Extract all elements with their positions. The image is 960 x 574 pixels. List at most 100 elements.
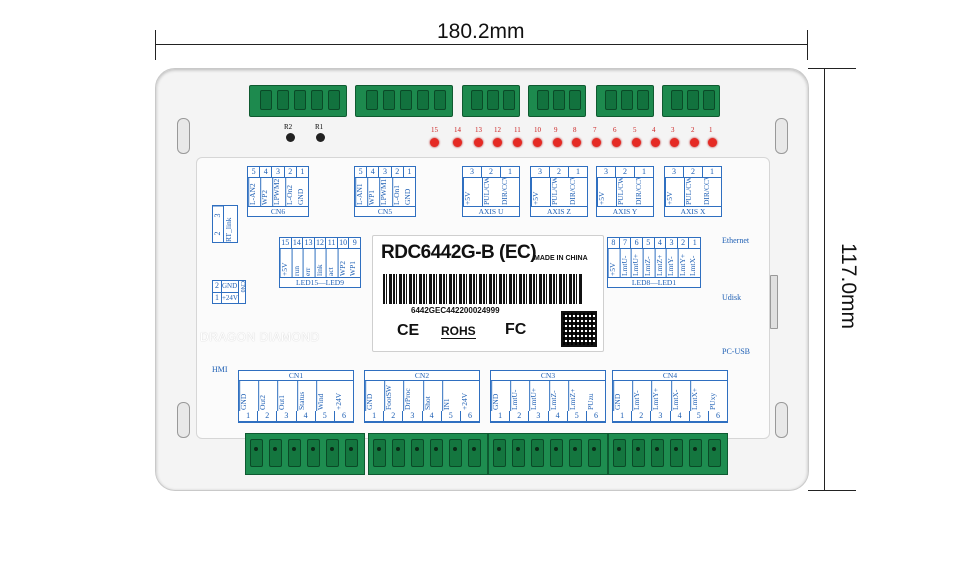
bottom-cn3-pin-5: 5 xyxy=(568,411,587,421)
top-axis-z-pin-3: 3 xyxy=(531,167,550,177)
qr-code xyxy=(561,311,597,347)
top-cn6-pin-1: 1 xyxy=(300,167,305,176)
led-left-pin-9: 9 xyxy=(352,238,357,247)
bottom-cn3-signal-6: PUzu xyxy=(586,393,595,410)
led-right-signal-7: LmtY+ xyxy=(677,249,690,277)
terminal-hole xyxy=(573,447,577,451)
terminal-hole xyxy=(311,447,315,451)
led-number-10: 10 xyxy=(534,126,541,134)
led-left-signal-3: err xyxy=(303,249,315,277)
led-right-name: LED8—LED1 xyxy=(608,277,700,287)
cn0-sig-gnd: GND xyxy=(221,281,238,293)
bottom-cn1-signal-2: Out2 xyxy=(258,381,278,411)
top-axis-x-signal-2: PUL/CW xyxy=(684,178,703,206)
bottom-cn2-pin-5: 5 xyxy=(442,411,461,421)
led-10 xyxy=(533,138,542,147)
bottom-cn1-pin-6: 6 xyxy=(341,411,346,420)
top-axis-z-signal-1: +5V xyxy=(531,178,550,206)
top-cn5-name: CN5 xyxy=(355,206,415,216)
resistor-r1-label: R1 xyxy=(315,123,324,131)
serial-number: 6442GEC442200024999 xyxy=(411,306,500,315)
led-right-pin-8: 8 xyxy=(608,238,620,248)
top-cn6-signal-2: WP2 xyxy=(260,178,273,206)
terminal-hole xyxy=(516,447,520,451)
height-dim-tick-top xyxy=(808,68,856,69)
terminal-axis-x xyxy=(662,85,720,117)
height-dim-line xyxy=(824,68,825,490)
height-dim-label: 117.0mm xyxy=(837,243,860,329)
barcode xyxy=(383,274,583,304)
rohs-mark: ROHS xyxy=(441,324,476,339)
top-axis-x-name: AXIS X xyxy=(665,206,721,216)
pc-usb-label: PC-USB xyxy=(722,347,751,356)
bottom-cn1-signal-4: Status xyxy=(296,381,316,411)
led-9 xyxy=(553,138,562,147)
terminal-cn5 xyxy=(355,85,453,117)
bottom-cn2-signal-5: IN1 xyxy=(441,381,461,411)
bottom-cn1-signal-6: +24V xyxy=(334,392,343,410)
top-cn5-signal-3: LPWM1 xyxy=(379,178,392,206)
led-right-signal-6: LmtY- xyxy=(666,249,678,277)
model-name: RDC6442G-B (EC) xyxy=(381,242,537,263)
bottom-cn1-name: CN1 xyxy=(239,371,353,381)
terminal-pin xyxy=(411,439,424,467)
top-cn6-signal-3: LPWM2 xyxy=(272,178,285,206)
ethernet-label: Ethernet xyxy=(722,236,750,245)
terminal-cn6 xyxy=(249,85,347,117)
led-number-15: 15 xyxy=(431,126,438,134)
cn0-name: CN0 xyxy=(239,281,245,293)
led-7 xyxy=(592,138,601,147)
terminal-pin xyxy=(307,439,320,467)
fcc-mark: FC xyxy=(505,321,527,338)
top-axis-x-signal-3: DIR/CCW xyxy=(703,178,711,205)
bottom-cn1-pin-4: 4 xyxy=(297,411,316,421)
cn0-num-1: 1 xyxy=(214,292,219,302)
terminal-hole xyxy=(554,447,558,451)
width-dim-tick-left xyxy=(155,30,156,60)
terminal-hole xyxy=(617,447,621,451)
cn0-num-2: 2 xyxy=(213,281,221,293)
bottom-cn4-signal-2: LmtY- xyxy=(632,381,652,411)
led-number-11: 11 xyxy=(514,126,521,134)
udisk-port xyxy=(770,275,778,329)
led-left-signal-4: link xyxy=(314,249,327,277)
terminal-pin xyxy=(468,439,481,467)
led-number-1: 1 xyxy=(709,126,713,134)
bottom-cn3-pin-6: 6 xyxy=(593,411,598,420)
top-axis-z-pin-1: 1 xyxy=(576,167,580,176)
led-left-signal-1: +5V xyxy=(280,249,292,277)
bottom-cn1-signal-3: Out1 xyxy=(277,381,297,411)
led-11 xyxy=(513,138,522,147)
led-left-signal-2: run xyxy=(291,249,304,277)
terminal-pin xyxy=(632,439,645,467)
top-cn5-signal-4: L-On1 xyxy=(391,178,404,206)
bottom-cn2-signal-2: FootSW xyxy=(384,381,404,411)
top-axis-y-pin-3: 3 xyxy=(597,167,616,177)
led-number-14: 14 xyxy=(454,126,461,134)
terminal-hole xyxy=(453,447,457,451)
mount-slot-bottom-left xyxy=(177,402,190,438)
terminal-pin xyxy=(430,439,443,467)
top-axis-u-pin-1: 1 xyxy=(508,167,512,176)
terminal-pin xyxy=(550,439,563,467)
led-12 xyxy=(493,138,502,147)
terminal-pin xyxy=(588,439,601,467)
led-left-signal-5: act xyxy=(326,249,338,277)
bottom-cn3-signal-3: LmtU+ xyxy=(529,381,549,411)
udisk-label: Udisk xyxy=(722,293,742,302)
terminal-pin xyxy=(613,439,626,467)
led-8 xyxy=(572,138,581,147)
cn0-sig-24v: +24V xyxy=(221,293,238,302)
terminal-pin xyxy=(250,439,263,467)
